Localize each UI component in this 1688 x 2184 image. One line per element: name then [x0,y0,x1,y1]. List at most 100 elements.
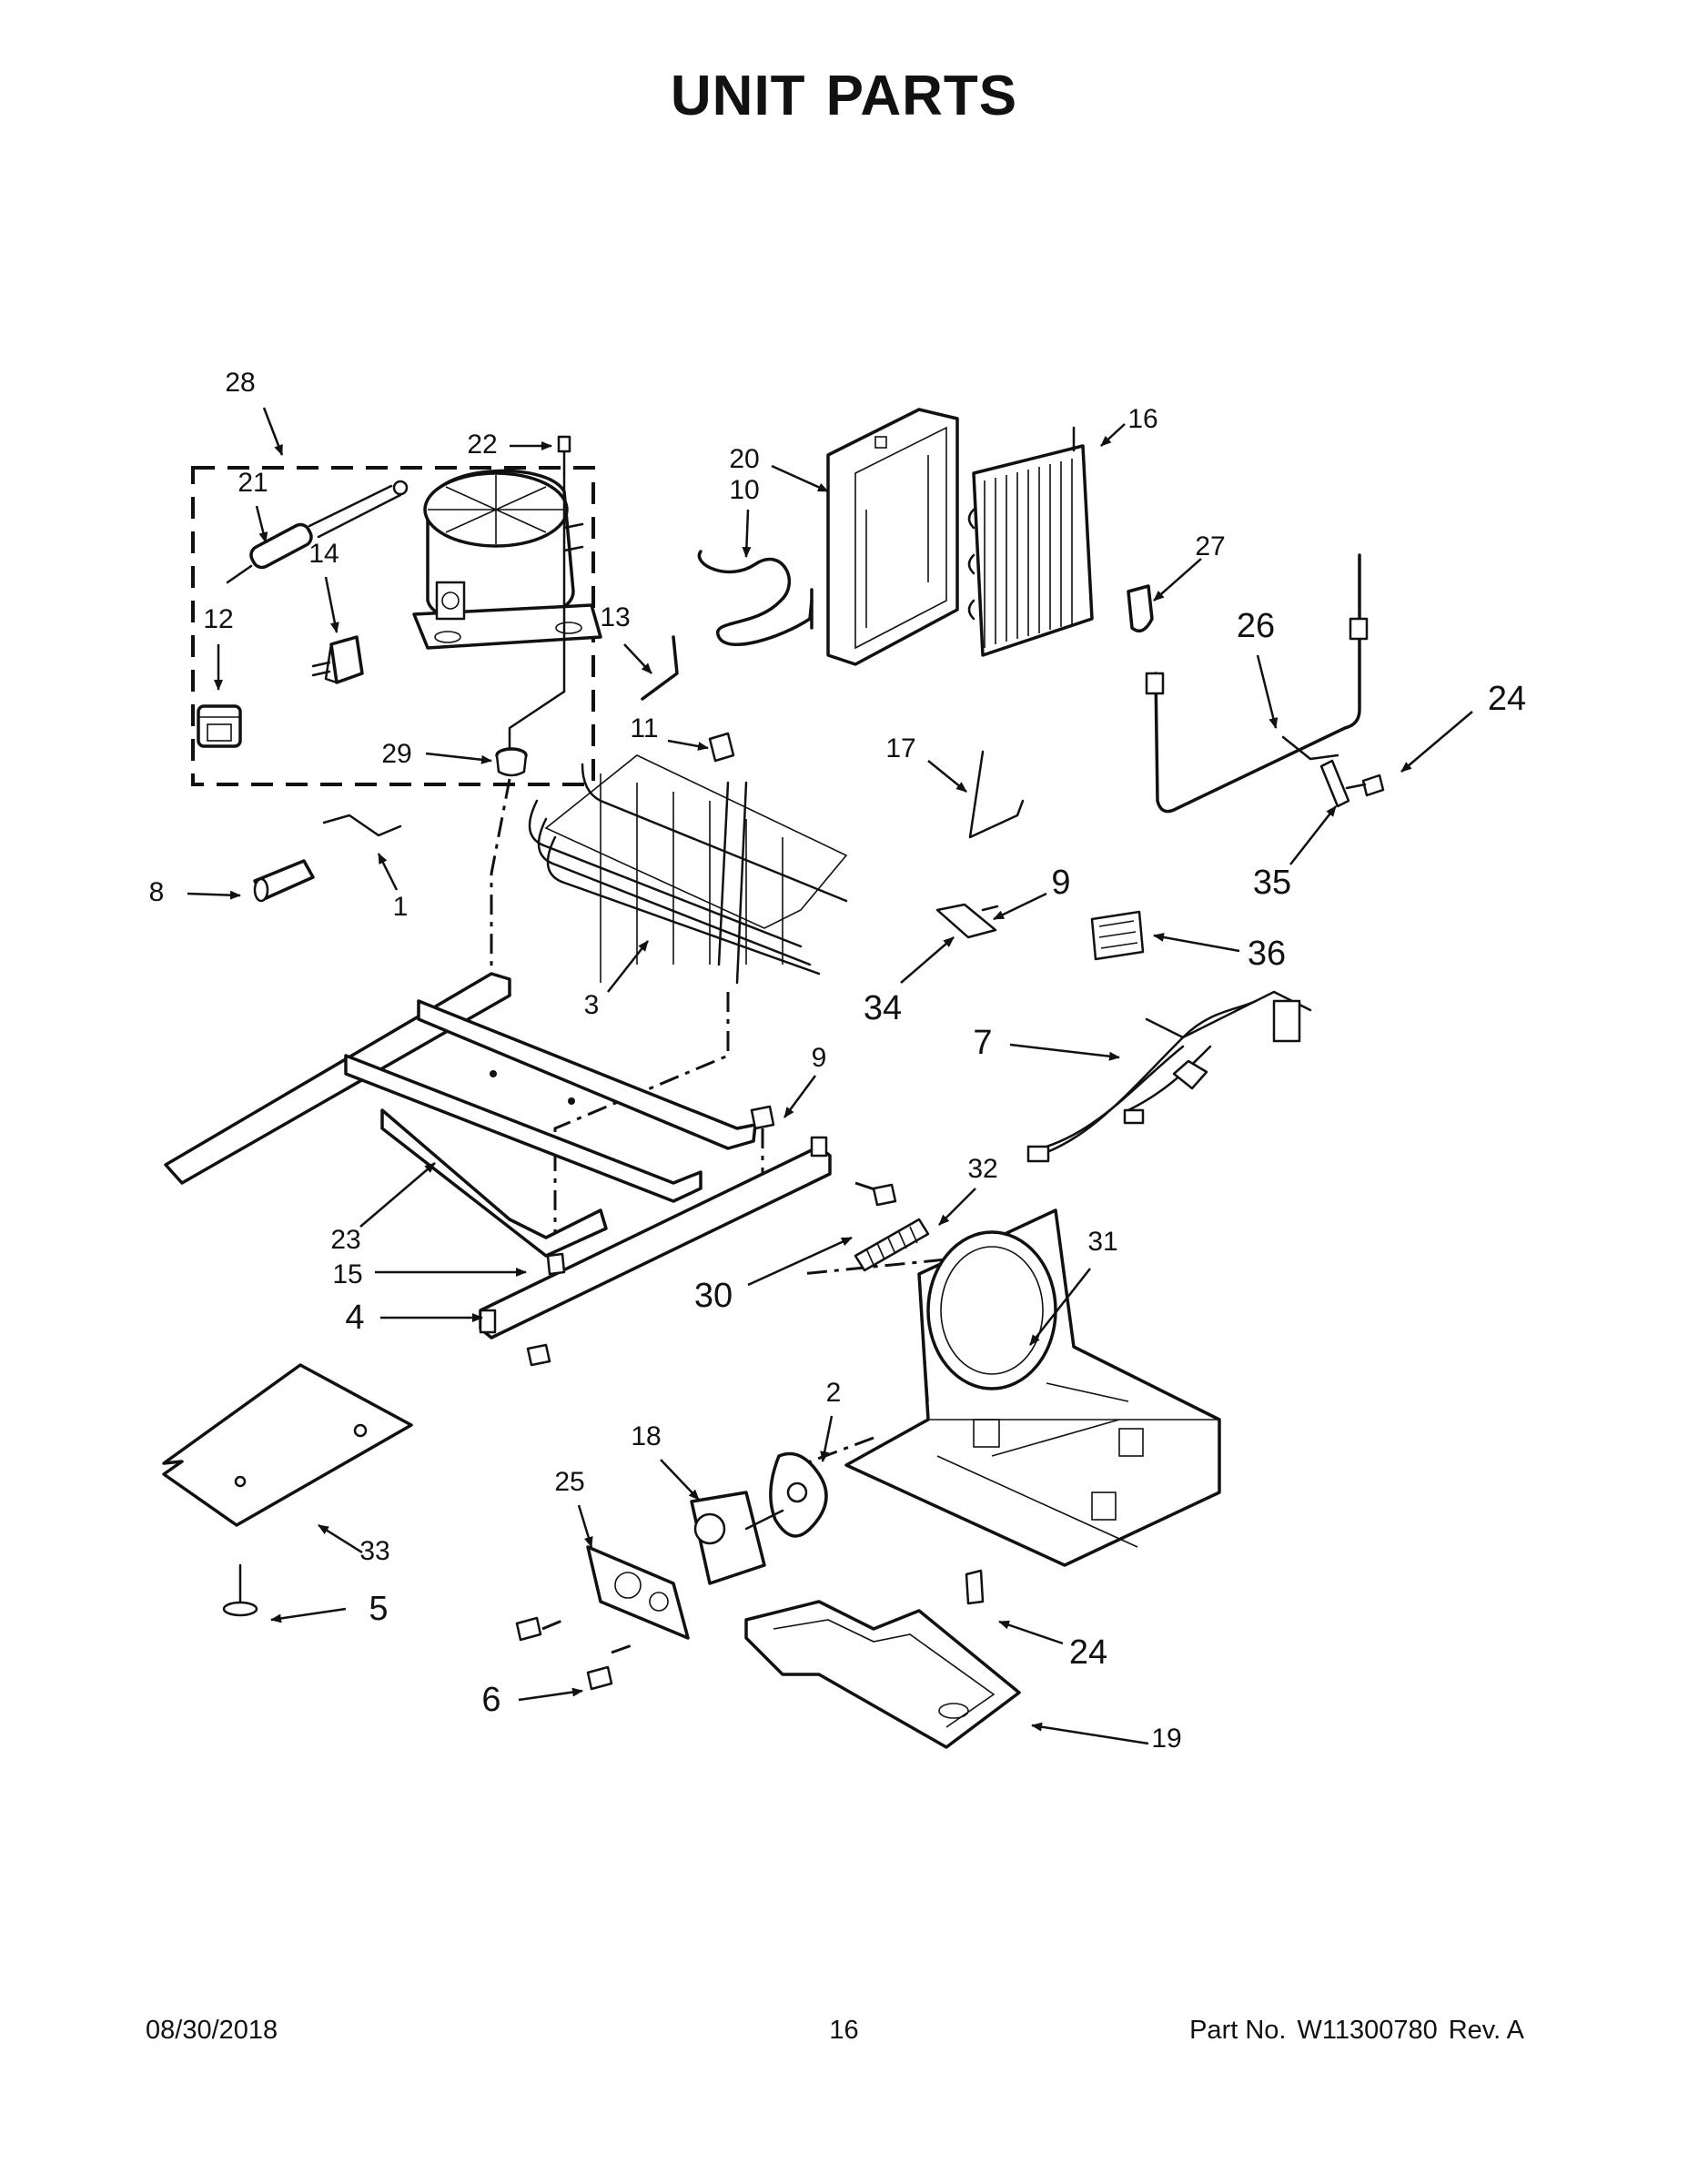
callout-label-34: 34 [864,989,902,1027]
callout-28: 28 [225,368,284,456]
callout-13: 13 [600,602,652,674]
callout-21: 21 [238,468,268,543]
callout-arrow-27 [1153,558,1202,602]
title-word-parts: PARTS [825,65,1018,127]
callout-3: 3 [584,940,649,1020]
part-23-frame [164,972,757,1258]
part-24-screw-top [1345,774,1385,797]
callout-25: 25 [554,1467,593,1548]
screw-line-6a [541,1618,565,1631]
callout-8: 8 [149,877,241,907]
callout-4: 4 [345,1299,483,1337]
callout-arrow-30 [747,1236,853,1287]
callout-arrow-28 [262,407,284,456]
callout-label-11: 11 [630,713,658,743]
callout-arrow-8 [187,890,241,900]
part-29-grommet [495,747,528,777]
part-27-clip [1127,584,1154,633]
part-4-rail [479,1136,832,1340]
callout-label-9: 9 [812,1043,827,1073]
part-10-tube [697,550,814,646]
callout-arrow-33 [318,1523,363,1554]
callout-arrow-16 [1100,423,1126,447]
screw-line-6b [611,1642,638,1654]
callout-arrow-24 [1400,711,1473,773]
callout-label-6: 6 [481,1681,500,1719]
callout-label-33: 33 [359,1536,389,1566]
callout-label-35: 35 [1253,864,1291,902]
callout-label-2: 2 [826,1378,842,1408]
callout-label-32: 32 [967,1154,997,1184]
part-32-spring [854,1218,930,1272]
callout-arrow-18 [660,1459,700,1501]
callout-1: 1 [377,853,408,922]
callout-9: 9 [993,864,1071,921]
screw-line-30 [854,1181,884,1194]
callout-17: 17 [885,733,967,793]
callout-20: 20 [729,444,829,493]
part-15-screw [546,1252,566,1276]
callout-33: 33 [318,1523,390,1566]
part-7-harness [1026,990,1312,1163]
part-18-fan-motor [690,1491,784,1585]
part-19-drain-pan [744,1600,1021,1749]
callout-label-28: 28 [225,368,255,398]
callout-label-18: 18 [631,1421,661,1451]
callout-5: 5 [270,1590,389,1628]
part-1-clip [322,814,402,837]
callout-label-24: 24 [1488,680,1526,718]
part-17-wire [968,750,1025,839]
callout-arrow-29 [425,752,492,764]
callout-6: 6 [481,1681,583,1719]
part-6-screws [515,1616,613,1691]
callout-label-17: 17 [885,733,915,763]
part-11-clip [708,732,735,763]
callout-label-8: 8 [149,877,165,907]
callout-arrow-9 [993,892,1047,921]
callout-arrow-19 [1031,1722,1149,1745]
part-35-pin [1319,759,1350,808]
part-14-relay [311,635,364,684]
callout-arrow-5 [270,1607,347,1623]
part-22-screw [557,435,571,475]
callout-label-24: 24 [1069,1633,1107,1672]
callout-arrow-24 [998,1620,1064,1645]
part-20-shroud [826,408,959,666]
part-number-label: Part No. [1189,2016,1287,2045]
part-24-screw-lower [965,1569,985,1605]
callout-10: 10 [729,475,760,558]
part-31-base [844,1208,1221,1567]
callout-23: 23 [330,1162,436,1255]
callout-arrow-25 [577,1504,593,1548]
callout-label-10: 10 [729,475,759,505]
part-2-fan-blade [769,1451,828,1538]
callout-arrow-35 [1289,805,1337,865]
callout-label-30: 30 [694,1277,733,1315]
callout-arrow-6 [518,1687,583,1702]
callout-26: 26 [1237,607,1279,729]
callout-label-29: 29 [381,739,411,769]
callout-arrow-17 [927,760,967,793]
callout-7: 7 [973,1024,1120,1062]
part-26-heater [1145,553,1369,814]
part-16-condenser [967,426,1094,657]
callout-label-16: 16 [1127,404,1157,434]
part-compressor [412,469,602,757]
callout-12: 12 [203,604,234,691]
callout-30: 30 [694,1236,853,1315]
part-5-foot [222,1563,258,1617]
callout-19: 19 [1031,1722,1182,1754]
part-9-screw-lower [750,1105,775,1130]
callout-22: 22 [467,430,552,460]
part-3-evaporator [528,754,848,985]
callout-label-27: 27 [1195,531,1225,561]
part-33-cover [162,1363,413,1527]
callout-arrow-9 [783,1075,817,1118]
callout-label-13: 13 [600,602,630,632]
callout-arrow-7 [1009,1043,1120,1061]
callout-34: 34 [864,936,955,1027]
callout-arrow-1 [377,853,399,891]
